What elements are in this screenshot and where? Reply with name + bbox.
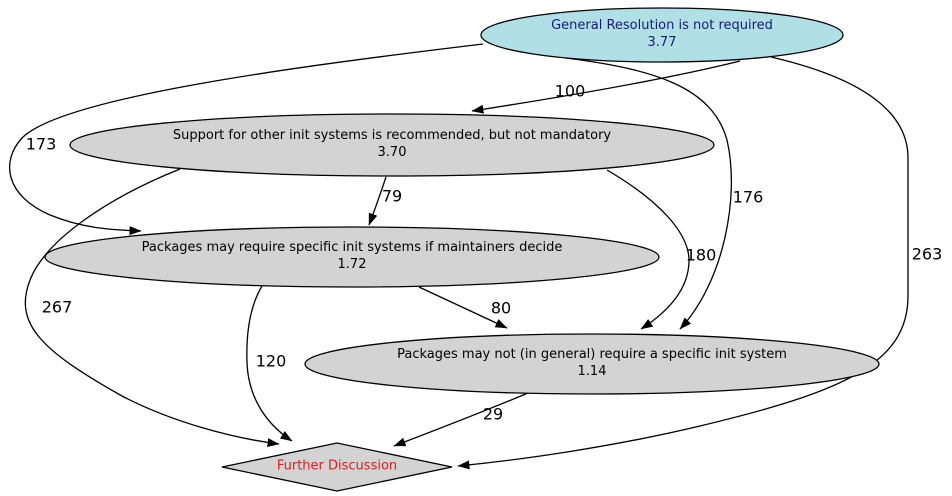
- node-shape-further-discussion: [221, 442, 453, 492]
- node-shape-packages-may-require: [44, 226, 660, 288]
- edge-support-to-fd: [24, 168, 280, 448]
- edge-support-to-require: [368, 176, 387, 226]
- edge-maynot-to-fd: [393, 392, 529, 447]
- edge-gr-to-maynot: [565, 57, 732, 330]
- node-shape-support-other-init: [69, 113, 715, 177]
- edge-require-to-maynot: [418, 286, 508, 329]
- edge-support-to-maynot: [606, 169, 690, 330]
- node-shape-gr-not-required: [480, 7, 844, 63]
- node-shape-packages-may-not: [304, 333, 880, 395]
- edge-require-to-fd: [246, 285, 293, 442]
- edge-gr-to-support: [471, 60, 741, 114]
- edge-gr-to-require: [8, 43, 484, 236]
